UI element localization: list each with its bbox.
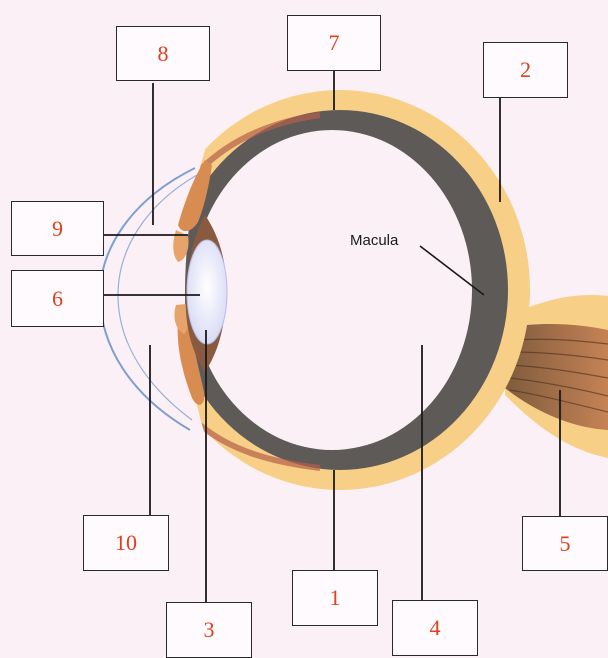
iris-upper <box>173 230 189 262</box>
ciliary-body-lower <box>177 318 205 405</box>
macula-label: Macula <box>350 232 399 249</box>
ciliary-body-upper <box>178 160 212 232</box>
macula-pointer <box>419 245 485 296</box>
label-box-8: 8 <box>116 26 210 81</box>
optic-nerve-fibers <box>495 324 608 430</box>
label-box-5: 5 <box>522 516 608 571</box>
label-box-3: 3 <box>166 602 252 658</box>
label-box-4: 4 <box>392 600 478 656</box>
iris-lower <box>174 304 189 334</box>
label-box-7: 7 <box>287 15 381 71</box>
label-box-9: 9 <box>11 201 104 256</box>
vitreous-body <box>192 130 472 450</box>
label-box-1: 1 <box>292 570 378 626</box>
label-box-6: 6 <box>11 270 104 327</box>
leader-lines <box>103 71 561 602</box>
label-box-10: 10 <box>83 515 169 571</box>
label-box-2: 2 <box>483 42 568 98</box>
lens <box>186 239 228 345</box>
